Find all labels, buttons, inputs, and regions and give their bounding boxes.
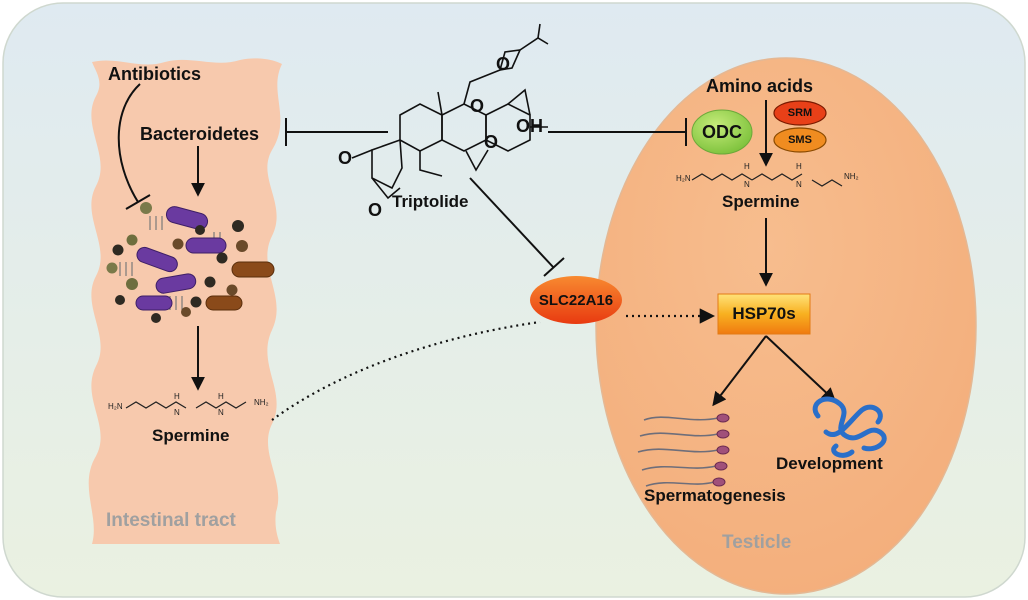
- spermine-testis-nh-2: H: [796, 162, 802, 171]
- spermine-testis-amine-right: NH₂: [844, 172, 859, 181]
- spermine-testis-n-1: N: [744, 180, 750, 189]
- spermine-gut-amine-right: NH₂: [254, 398, 269, 407]
- spermine-testis-skeleton: [691, 173, 843, 187]
- hsp70s-node: [717, 293, 811, 335]
- inhibit-slc-bar: [543, 257, 565, 277]
- slc22a16-node: [530, 276, 622, 324]
- bacteroidetes-label: Bacteroidetes: [140, 124, 260, 144]
- triptolide-epoxide-o-low: O: [484, 132, 499, 152]
- spermine-gut-n-1: N: [174, 408, 180, 417]
- odc-node: [691, 109, 753, 155]
- development-label: Development: [776, 454, 883, 473]
- intestinal-tract-shape: [88, 58, 282, 545]
- srm-label: SRM: [787, 107, 813, 119]
- spermine-testis-label: Spermine: [722, 192, 800, 211]
- triptolide-label: Triptolide: [392, 192, 469, 211]
- spermine-gut-nh-2: H: [218, 392, 224, 401]
- triptolide-structure: [351, 23, 549, 200]
- spermatogenesis-label: Spermatogenesis: [644, 486, 786, 505]
- rod-bacteria-brown: [205, 261, 275, 311]
- sms-node: [773, 127, 827, 153]
- triptolide-epoxide-o-top: O: [496, 54, 511, 74]
- connectors: [117, 83, 837, 421]
- spermine-gut-n-2: N: [218, 408, 224, 417]
- cocci-bacteria: [106, 202, 248, 323]
- sms-label: SMS: [788, 134, 812, 146]
- arrow-hsp-spermatogenesis: [712, 335, 767, 407]
- spermine-testis-amine-left: H₂N: [676, 174, 691, 183]
- spermine-gut-nh-1: H: [174, 392, 180, 401]
- hsp70s-label: HSP70s: [732, 304, 796, 323]
- triptolide-ring-o: O: [368, 200, 383, 220]
- triptolide-oh-label: OH: [516, 116, 543, 136]
- sperm-cells: [637, 416, 719, 487]
- arrow-hsp-development: [765, 335, 837, 402]
- rod-bacteria-purple: [135, 206, 227, 311]
- slc22a16-label: SLC22A16: [538, 291, 614, 309]
- intestinal-tract-label: Intestinal tract: [106, 510, 236, 531]
- inhibit-bacteria-curve: [117, 83, 141, 203]
- testicle-label: Testicle: [722, 532, 792, 553]
- spermine-testis-n-2: N: [796, 180, 802, 189]
- antibiotics-label: Antibiotics: [108, 64, 201, 84]
- triptolide-epoxide-o-mid: O: [470, 96, 485, 116]
- spermine-gut-label: Spermine: [152, 426, 230, 445]
- srm-node: [773, 100, 827, 126]
- gut-bacteria-cluster: [106, 202, 275, 323]
- protein-structure: [812, 396, 887, 458]
- inhibit-bacteria-bar: [125, 194, 151, 210]
- spermine-testis-nh-1: H: [744, 162, 750, 171]
- spermine-gut-skeleton: [125, 401, 247, 409]
- triptolide-ketone-o: O: [338, 148, 353, 168]
- inhibit-slc-line: [469, 177, 555, 269]
- spermine-gut-amine-left: H₂N: [108, 402, 123, 411]
- amino-acids-label: Amino acids: [706, 76, 814, 96]
- sperm-heads: [712, 413, 730, 487]
- odc-label: ODC: [702, 121, 742, 142]
